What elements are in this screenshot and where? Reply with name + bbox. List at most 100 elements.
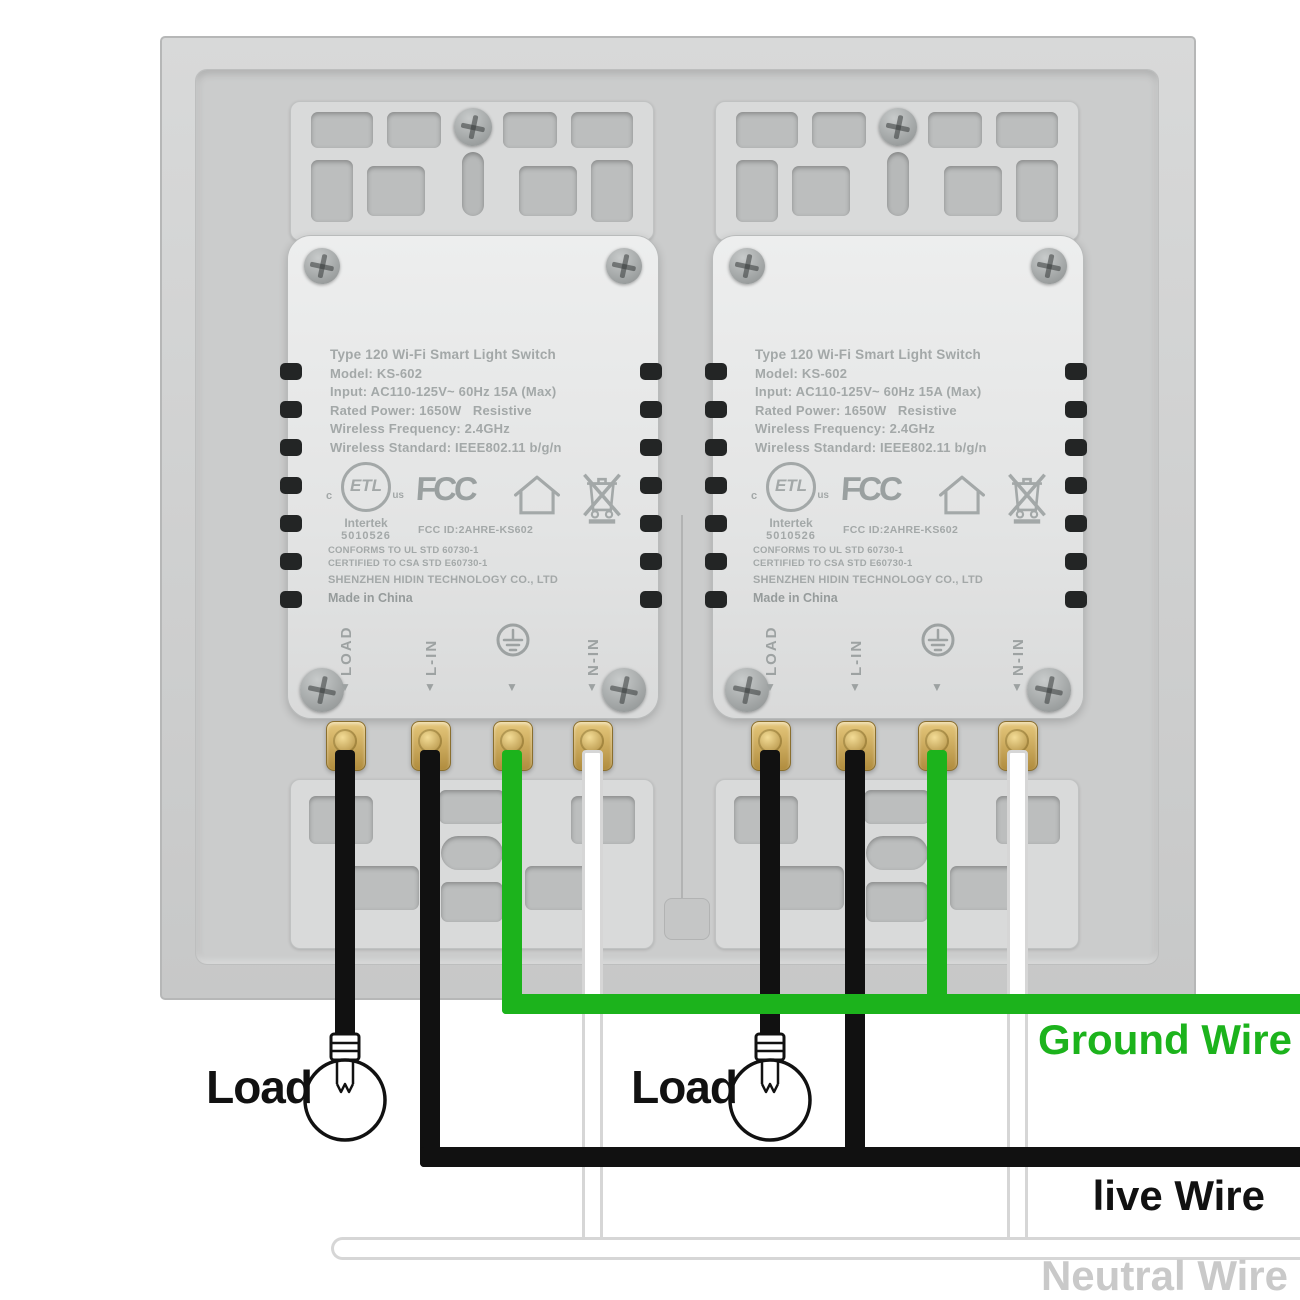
terminal-label-n-in: N-IN bbox=[585, 637, 602, 676]
vent-slot bbox=[705, 591, 727, 608]
bracket-cutout bbox=[387, 112, 441, 148]
weee-bin-icon bbox=[583, 473, 621, 524]
load-label-2: Load bbox=[631, 1061, 738, 1113]
product-label: Type 120 Wi-Fi Smart Light Switch Model:… bbox=[330, 346, 562, 457]
bracket-cutout bbox=[503, 112, 557, 148]
vent-slot bbox=[1065, 515, 1087, 532]
bracket-cutout bbox=[311, 160, 353, 222]
mounting-bracket-top bbox=[715, 101, 1079, 241]
vent-slot bbox=[280, 553, 302, 570]
vent-slot bbox=[1065, 553, 1087, 570]
bracket-cutout bbox=[866, 882, 928, 922]
vent-slot bbox=[280, 591, 302, 608]
product-wireless-standard: Wireless Standard: IEEE802.11 b/g/n bbox=[755, 439, 987, 455]
vent-slots-right bbox=[640, 363, 662, 608]
phillips-screw-icon bbox=[602, 244, 646, 288]
product-model: Model: KS-602 bbox=[755, 365, 848, 381]
vent-slot bbox=[705, 553, 727, 570]
vent-slot bbox=[705, 515, 727, 532]
certified-line: CERTIFIED TO CSA STD E60730-1 bbox=[328, 558, 488, 569]
bracket-cutout bbox=[439, 790, 505, 824]
fcc-id-label: FCC ID:2AHRE-KS602 bbox=[843, 524, 959, 536]
bracket-cutout bbox=[866, 836, 928, 870]
terminal-arrow-icon: ▼ bbox=[339, 680, 351, 694]
live-wire-branch-1 bbox=[420, 750, 440, 1167]
live-wire-branch-2 bbox=[845, 750, 865, 1167]
vent-slots-left bbox=[280, 363, 302, 608]
made-in-line: Made in China bbox=[753, 591, 838, 605]
etl-c-label: c bbox=[751, 490, 758, 502]
product-model: Model: KS-602 bbox=[330, 365, 423, 381]
etl-circle: ETL bbox=[341, 462, 391, 512]
light-bulb-icon-1 bbox=[303, 1032, 387, 1142]
product-rated-power: Rated Power: 1650W Resistive bbox=[755, 402, 957, 418]
house-icon bbox=[514, 475, 560, 515]
bracket-cutout bbox=[864, 790, 930, 824]
vent-slot bbox=[705, 477, 727, 494]
phillips-screw-icon bbox=[1027, 244, 1071, 288]
weee-bin-icon bbox=[1008, 473, 1046, 524]
terminal-label-load: LOAD bbox=[763, 625, 780, 677]
ground-wire-branch-1 bbox=[502, 750, 522, 1014]
vent-slot bbox=[640, 477, 662, 494]
vent-slots-right bbox=[1065, 363, 1087, 608]
vent-slot bbox=[1065, 363, 1087, 380]
etl-circle: ETL bbox=[766, 462, 816, 512]
terminal-screw-ground bbox=[493, 721, 533, 771]
terminal-label-l-in: L-IN bbox=[423, 638, 440, 676]
terminal-label-n-in: N-IN bbox=[1010, 637, 1027, 676]
terminal-arrow-icon: ▼ bbox=[849, 680, 861, 694]
etl-number-label: 5010526 bbox=[766, 530, 816, 542]
company-line: SHENZHEN HIDIN TECHNOLOGY CO., LTD bbox=[753, 574, 984, 586]
product-input: Input: AC110-125V~ 60Hz 15A (Max) bbox=[755, 384, 982, 399]
switch-body: Type 120 Wi-Fi Smart Light Switch Model:… bbox=[712, 235, 1084, 719]
keyhole-slot bbox=[887, 152, 909, 216]
load-label-1: Load bbox=[206, 1061, 313, 1113]
house-icon bbox=[939, 475, 985, 515]
bracket-cutout bbox=[944, 166, 1002, 216]
bracket-cutout bbox=[996, 796, 1060, 844]
bracket-cutout bbox=[347, 866, 419, 910]
product-rated-power: Rated Power: 1650W Resistive bbox=[330, 402, 532, 418]
neutral-wire-label: Neutral Wire bbox=[1040, 1252, 1288, 1299]
certified-line: CERTIFIED TO CSA STD E60730-1 bbox=[753, 558, 913, 569]
product-title: Type 120 Wi-Fi Smart Light Switch bbox=[755, 347, 982, 362]
intertek-label: Intertek bbox=[344, 516, 388, 530]
bracket-cutout bbox=[996, 112, 1058, 148]
terminal-arrow-icon: ▼ bbox=[764, 680, 776, 694]
company-line: SHENZHEN HIDIN TECHNOLOGY CO., LTD bbox=[328, 574, 559, 586]
vent-slot bbox=[640, 553, 662, 570]
bracket-cutout bbox=[571, 796, 635, 844]
vent-slot bbox=[705, 401, 727, 418]
bracket-cutout bbox=[519, 166, 577, 216]
vent-slot bbox=[640, 591, 662, 608]
mounting-screw-icon bbox=[450, 104, 496, 150]
vent-slot bbox=[1065, 401, 1087, 418]
vent-slot bbox=[280, 439, 302, 456]
load-wire-1 bbox=[335, 750, 355, 1040]
vent-slot bbox=[1065, 591, 1087, 608]
product-label: Type 120 Wi-Fi Smart Light Switch Model:… bbox=[755, 346, 987, 457]
etl-mark-icon: c ETL us Intertek 5010526 bbox=[749, 462, 833, 542]
vent-slots-left bbox=[705, 363, 727, 608]
bracket-cutout bbox=[736, 112, 798, 148]
plate-center-seam bbox=[681, 515, 683, 935]
ground-wire-label: Ground Wire bbox=[1038, 1016, 1292, 1063]
bracket-cutout bbox=[441, 836, 503, 870]
bracket-cutout bbox=[367, 166, 425, 216]
vent-slot bbox=[280, 515, 302, 532]
bracket-cutout bbox=[812, 112, 866, 148]
intertek-label: Intertek bbox=[769, 516, 813, 530]
etl-us-label: us bbox=[392, 490, 404, 501]
terminal-screw-load bbox=[326, 721, 366, 771]
phillips-screw-icon bbox=[725, 244, 769, 288]
etl-logo-text: ETL bbox=[774, 476, 808, 495]
bracket-cutout bbox=[311, 112, 373, 148]
bracket-cutout bbox=[1016, 160, 1058, 222]
compliance-text: CONFORMS TO UL STD 60730-1 CERTIFIED TO … bbox=[753, 544, 983, 605]
vent-slot bbox=[1065, 439, 1087, 456]
vent-slot bbox=[280, 401, 302, 418]
terminal-screw-l-in bbox=[411, 721, 451, 771]
vent-slot bbox=[640, 401, 662, 418]
